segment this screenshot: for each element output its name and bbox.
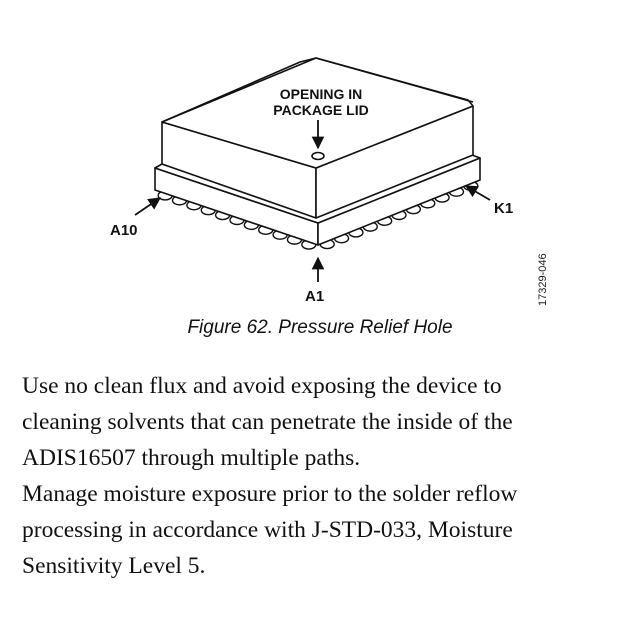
- pin-label-a1: A1: [305, 288, 325, 305]
- pin-label-k1: K1: [494, 200, 514, 217]
- opening-label: OPENING IN PACKAGE LID: [262, 86, 380, 118]
- package-figure: OPENING IN PACKAGE LID K1 A10 A1 17329-0…: [110, 57, 549, 306]
- paragraph-line: ADIS16507 through multiple paths.: [22, 445, 361, 471]
- figure-caption: Figure 62. Pressure Relief Hole: [187, 317, 453, 338]
- paragraph-1: Use no clean flux and avoid exposing the…: [22, 368, 627, 476]
- a10-arrow: [134, 197, 162, 216]
- opening-label-line2: PACKAGE LID: [273, 102, 369, 118]
- package-lid: [161, 57, 474, 219]
- package-drawing: [134, 57, 491, 282]
- opening-label-line1: OPENING IN: [279, 86, 363, 102]
- body-text: Use no clean flux and avoid exposing the…: [22, 368, 627, 584]
- paragraph-line: Use no clean flux and avoid exposing the…: [22, 373, 502, 399]
- paragraph-line: Sensitivity Level 5.: [22, 553, 206, 579]
- k1-arrow: [464, 185, 491, 201]
- paragraph-line: Manage moisture exposure prior to the so…: [22, 481, 518, 507]
- figure-id: 17329-046: [537, 253, 549, 306]
- pin-label-a10: A10: [110, 222, 138, 239]
- pressure-relief-hole: [311, 151, 325, 161]
- paragraph-line: cleaning solvents that can penetrate the…: [22, 409, 513, 435]
- paragraph-2: Manage moisture exposure prior to the so…: [22, 476, 627, 584]
- paragraph-line: processing in accordance with J-STD-033,…: [22, 517, 513, 543]
